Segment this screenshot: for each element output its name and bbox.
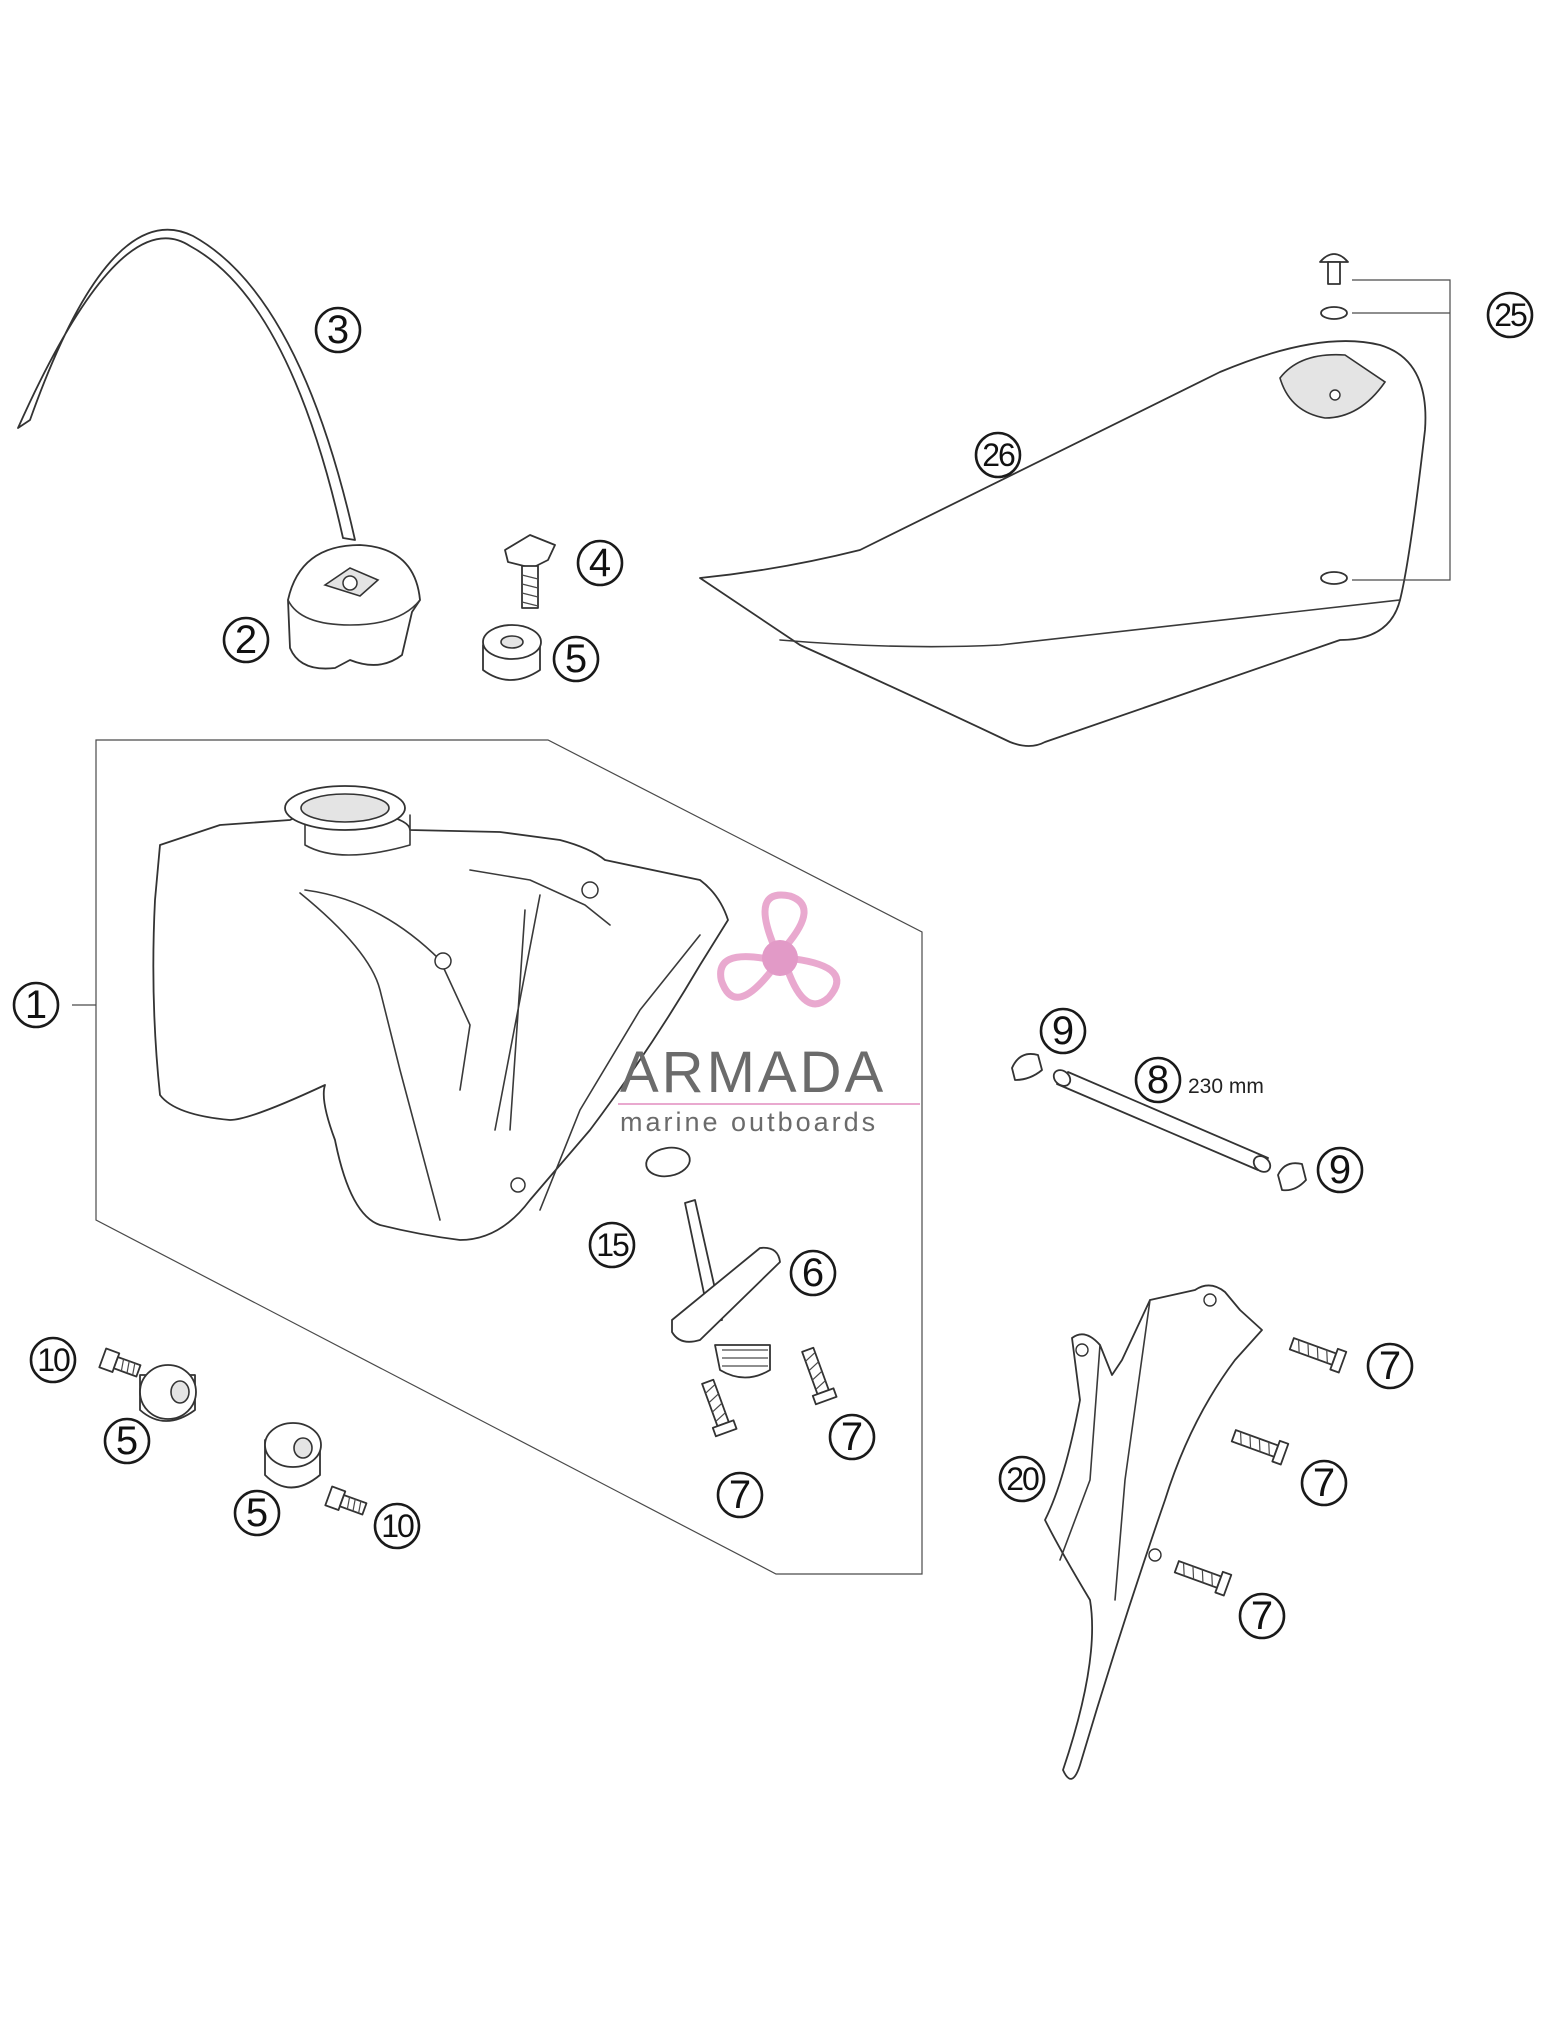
callout-25: 25 [1486, 291, 1534, 339]
callout-3: 3 [314, 306, 362, 354]
tank-pad [645, 1146, 691, 1178]
svg-text:3: 3 [327, 308, 349, 352]
callout-7-tap-lower: 7 [716, 1471, 764, 1519]
callout-10-left: 10 [29, 1336, 77, 1384]
callout-2: 2 [222, 616, 270, 664]
callout-7-tap-right: 7 [828, 1413, 876, 1461]
svg-text:20: 20 [1006, 1461, 1039, 1497]
svg-text:7: 7 [1313, 1461, 1335, 1505]
callout-9-bottom: 9 [1316, 1146, 1364, 1194]
fuel-tank [152, 785, 729, 1241]
svg-text:10: 10 [37, 1342, 70, 1378]
callout-8: 8 [1134, 1056, 1182, 1104]
watermark-brand: ARMADA [620, 1040, 886, 1105]
svg-text:15: 15 [596, 1227, 629, 1263]
svg-text:8: 8 [1147, 1058, 1169, 1102]
svg-text:25: 25 [1494, 297, 1527, 333]
callout-26: 26 [974, 431, 1022, 479]
connecting-hose [1052, 1069, 1272, 1173]
bushing-5-top [482, 624, 542, 681]
svg-text:9: 9 [1052, 1009, 1074, 1053]
callout-15: 15 [588, 1221, 636, 1269]
seat [699, 340, 1427, 747]
vent-hose [17, 228, 356, 541]
callout-7-spoiler-middle: 7 [1300, 1459, 1348, 1507]
svg-text:7: 7 [1251, 1594, 1273, 1638]
svg-text:5: 5 [565, 637, 587, 681]
fuel-tap [671, 1199, 781, 1379]
svg-text:4: 4 [589, 541, 611, 585]
callout-7-spoiler-top: 7 [1366, 1342, 1414, 1390]
svg-text:7: 7 [1379, 1344, 1401, 1388]
svg-text:6: 6 [802, 1251, 824, 1295]
callout-6: 6 [789, 1249, 837, 1297]
callout-4: 4 [576, 539, 624, 587]
armada-logo: ARMADA marine outboards [618, 891, 920, 1137]
callout-5-left: 5 [103, 1417, 151, 1465]
callout-1: 1 [12, 981, 60, 1029]
callout-5-bottom: 5 [233, 1489, 281, 1537]
hose-length-label: 230 mm [1188, 1075, 1264, 1098]
svg-text:9: 9 [1329, 1148, 1351, 1192]
screws-7 [701, 1337, 1348, 1597]
tank-spoiler [1044, 1284, 1263, 1780]
svg-text:2: 2 [235, 618, 257, 662]
svg-text:5: 5 [246, 1491, 268, 1535]
filler-cap [287, 544, 421, 670]
svg-text:10: 10 [381, 1508, 414, 1544]
svg-text:26: 26 [982, 437, 1015, 473]
seat-screw-and-washers [1319, 253, 1451, 585]
tank-assembly-frame [72, 739, 923, 1575]
svg-text:1: 1 [25, 983, 47, 1027]
callout-20: 20 [998, 1455, 1046, 1503]
bolt-4 [504, 534, 556, 609]
svg-text:5: 5 [116, 1419, 138, 1463]
bolts-and-bushings-lower [98, 1347, 368, 1516]
callout-7-spoiler-bottom: 7 [1238, 1592, 1286, 1640]
callout-9-top: 9 [1039, 1007, 1087, 1055]
watermark-tagline: marine outboards [620, 1107, 878, 1137]
hose-clamps [1011, 1053, 1307, 1192]
callout-10-bottom: 10 [373, 1502, 421, 1550]
svg-text:7: 7 [841, 1415, 863, 1459]
svg-text:7: 7 [729, 1473, 751, 1517]
callout-5-top: 5 [552, 635, 600, 683]
